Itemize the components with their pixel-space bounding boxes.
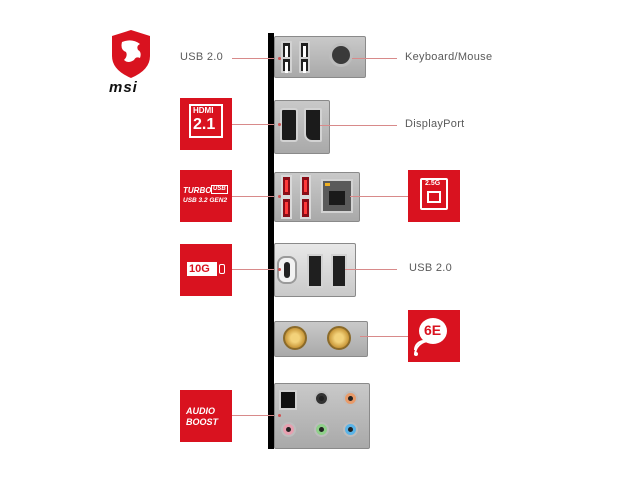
usb20-ps2-panel xyxy=(274,36,366,78)
usb-c-10g-badge: 10G xyxy=(180,244,232,296)
leader-line xyxy=(232,269,280,270)
usb-a-port xyxy=(331,254,347,288)
leader-line xyxy=(232,196,280,197)
usb-32-gen2-port xyxy=(300,197,311,219)
hdmi-badge-top: HDMI xyxy=(193,106,214,115)
wifi-6e-badge: 6E xyxy=(408,310,460,362)
ps2-port xyxy=(329,43,353,67)
lan-port-opening xyxy=(329,191,345,205)
usb-a-port xyxy=(281,57,292,73)
msi-logo-text: msi xyxy=(109,79,138,96)
lan-25g-badge: 2.5G xyxy=(408,170,460,222)
io-shield-bar xyxy=(268,33,274,449)
wifi-badge-text: 6E xyxy=(424,322,442,338)
leader-line xyxy=(320,125,397,126)
audio-badge-line2: BOOST xyxy=(186,417,219,427)
hdmi-badge-version: 2.1 xyxy=(193,116,216,133)
label-keyboard-mouse: Keyboard/Mouse xyxy=(405,51,493,63)
label-usb20-mid: USB 2.0 xyxy=(409,262,453,274)
audio-boost-badge: AUDIO BOOST xyxy=(180,390,232,442)
leader-line xyxy=(360,336,408,337)
leader-line xyxy=(345,269,397,270)
usb-c-badge-speed: 10G xyxy=(189,263,210,275)
antenna-connector xyxy=(283,326,307,350)
leader-dot xyxy=(278,268,281,271)
usb-a-port xyxy=(307,254,323,288)
audio-badge-line1: AUDIO xyxy=(186,406,215,416)
turbo-usb-box xyxy=(211,185,228,194)
leader-line xyxy=(232,124,280,125)
audio-jack-pink xyxy=(281,422,296,437)
leader-dot xyxy=(278,57,281,60)
turbo-usb-lan-panel xyxy=(274,172,360,222)
usb-a-port xyxy=(299,57,310,73)
leader-line xyxy=(350,196,408,197)
optical-spdif-port xyxy=(279,390,297,410)
usb-32-gen2-port xyxy=(281,197,292,219)
label-usb20-top: USB 2.0 xyxy=(180,51,224,63)
hdmi-port xyxy=(280,108,298,142)
usb-c-plug-icon xyxy=(219,264,225,274)
audio-jack-blue xyxy=(343,422,358,437)
lan-badge-frame xyxy=(420,178,448,210)
lan-led xyxy=(325,183,330,186)
turbo-usb-badge: TURBO USB USB 3.2 GEN2 xyxy=(180,170,232,222)
hdmi-dp-panel xyxy=(274,100,330,154)
audio-jack-green xyxy=(314,422,329,437)
usbc-usb20-panel xyxy=(274,243,356,297)
wifi-icon xyxy=(414,340,430,356)
turbo-badge-line2: USB 3.2 GEN2 xyxy=(183,197,228,204)
antenna-connector xyxy=(327,326,351,350)
audio-jack-black xyxy=(314,391,329,406)
leader-dot xyxy=(278,195,281,198)
lan-port xyxy=(321,179,353,213)
leader-dot xyxy=(278,414,281,417)
wifi-antenna-panel xyxy=(274,321,368,357)
lan-badge-speed: 2.5G xyxy=(425,180,441,187)
label-displayport: DisplayPort xyxy=(405,118,465,130)
ethernet-icon xyxy=(427,191,441,203)
turbo-badge-line1: TURBO xyxy=(183,186,212,195)
hdmi-21-badge: HDMI 2.1 xyxy=(180,98,232,150)
leader-line xyxy=(232,415,280,416)
usb-32-gen2-port xyxy=(281,175,292,197)
usb-c-badge-box xyxy=(187,262,217,276)
turbo-badge-line1b: USB xyxy=(213,186,226,192)
usb-32-gen2-port xyxy=(300,175,311,197)
audio-panel xyxy=(274,383,370,449)
hdmi-badge-frame xyxy=(189,104,223,138)
leader-line xyxy=(352,58,397,59)
usb-c-opening xyxy=(284,262,290,278)
wifi-6e-circle xyxy=(419,318,447,344)
msi-dragon-icon xyxy=(108,28,154,80)
leader-line xyxy=(232,58,280,59)
audio-jack-orange xyxy=(343,391,358,406)
leader-dot xyxy=(278,123,281,126)
